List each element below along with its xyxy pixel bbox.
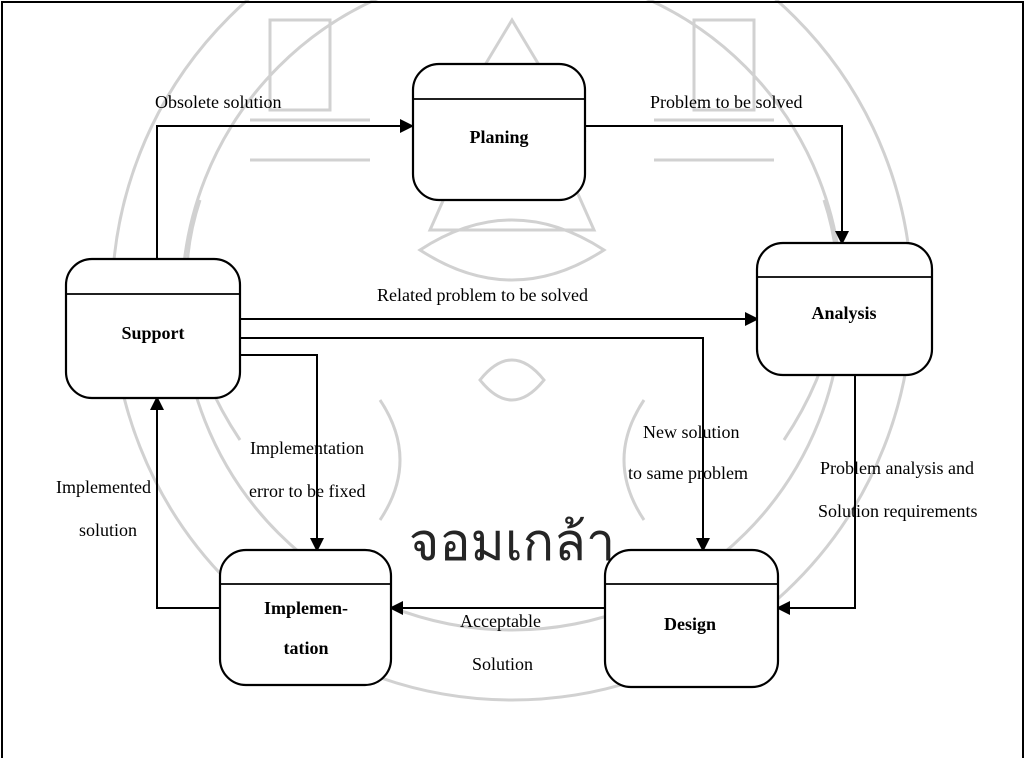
label-problem-analysis-2: Solution requirements xyxy=(818,501,977,521)
flow-obsolete-solution xyxy=(156,119,414,259)
label-problem-to-be-solved: Problem to be solved xyxy=(650,92,802,112)
flow-problem-analysis xyxy=(776,375,856,615)
label-impl-error-1: Implementation xyxy=(250,438,364,458)
flow-implemented-solution xyxy=(150,396,220,609)
process-support-label: Support xyxy=(121,323,184,343)
process-planning[interactable]: Planing xyxy=(411,62,587,202)
label-implemented-2: solution xyxy=(79,520,137,540)
label-new-solution-1: New solution xyxy=(643,422,740,442)
process-design-label: Design xyxy=(664,614,716,634)
process-planning-label: Planing xyxy=(469,127,528,147)
process-implementation-label-1: Implemen- xyxy=(264,598,348,618)
process-support[interactable]: Support xyxy=(64,257,242,400)
label-acceptable-2: Solution xyxy=(472,654,533,674)
label-new-solution-2: to same problem xyxy=(628,463,748,483)
label-obsolete-solution: Obsolete solution xyxy=(155,92,282,112)
label-related-problem: Related problem to be solved xyxy=(377,285,588,305)
process-implementation[interactable]: Implemen- tation xyxy=(218,548,393,687)
process-design[interactable]: Design xyxy=(603,548,780,689)
flow-implementation-error xyxy=(240,354,324,552)
flow-problem-to-be-solved xyxy=(585,125,849,245)
process-analysis-label: Analysis xyxy=(811,303,876,323)
label-problem-analysis-1: Problem analysis and xyxy=(820,458,974,478)
process-implementation-label-2: tation xyxy=(284,638,329,658)
label-acceptable-1: Acceptable xyxy=(460,611,541,631)
label-implemented-1: Implemented xyxy=(56,477,151,497)
process-analysis[interactable]: Analysis xyxy=(755,241,934,377)
label-impl-error-2: error to be fixed xyxy=(249,481,365,501)
watermark-text: จอมเกล้า xyxy=(409,513,615,573)
flow-new-solution xyxy=(240,337,710,552)
